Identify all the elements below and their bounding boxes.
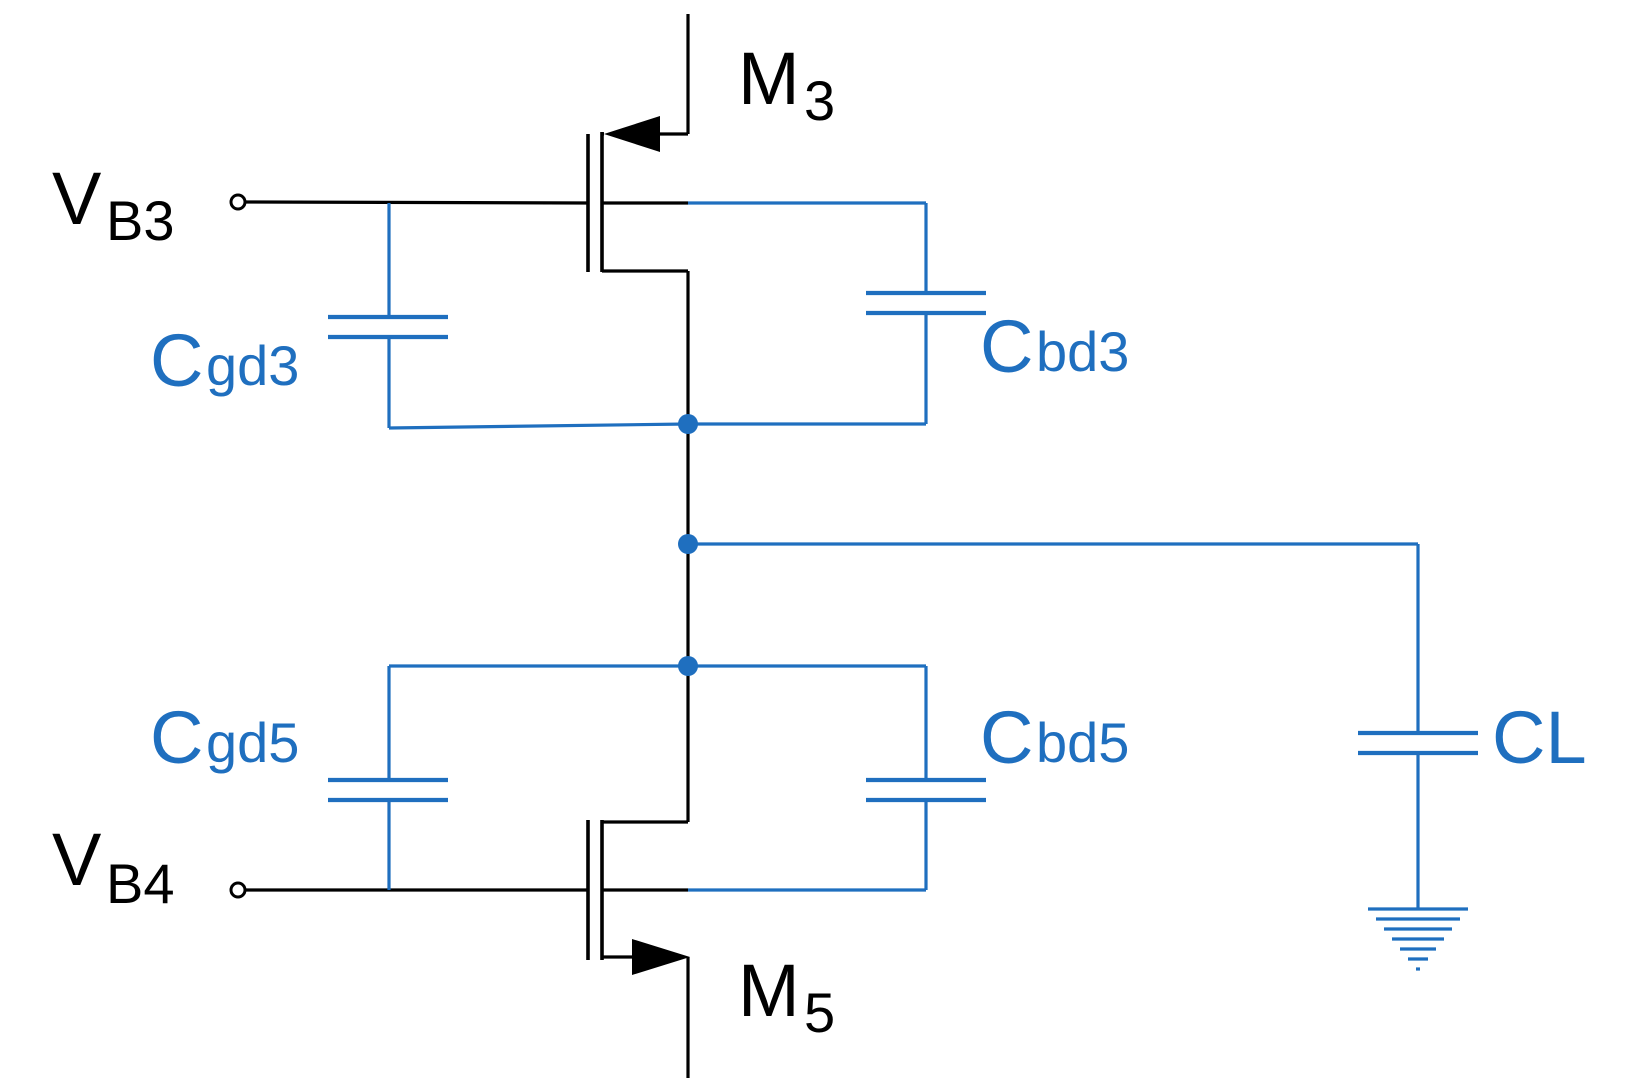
vb3-gate-wire <box>244 200 589 205</box>
junction-dot-middle <box>678 534 698 554</box>
m3-label-main: M <box>738 37 800 120</box>
ground-icon <box>1368 907 1468 971</box>
capacitor-cgd5 <box>328 666 448 890</box>
cbd5-label-main: C <box>980 696 1033 779</box>
cgd3-label-sub: gd3 <box>206 334 299 397</box>
vb3-label-main: V <box>52 157 102 240</box>
vb3-label-sub: B3 <box>106 189 175 252</box>
cgd3-label-main: C <box>150 319 203 402</box>
vb4-terminal <box>229 881 588 899</box>
capacitor-cbd5 <box>688 666 986 892</box>
vb4-label-sub: B4 <box>106 852 175 915</box>
m5-label-main: M <box>738 949 800 1032</box>
vb3-terminal-icon <box>229 193 247 211</box>
junction-dot-top <box>678 414 698 434</box>
capacitor-cl <box>688 542 1478 908</box>
cgd5-label-sub: gd5 <box>206 711 299 774</box>
cl-label: CL <box>1492 696 1587 779</box>
cbd3-label-sub: bd3 <box>1036 320 1129 383</box>
m3-arrow-icon <box>604 116 660 152</box>
capacitor-cbd3 <box>688 201 986 426</box>
cbd5-label-sub: bd5 <box>1036 711 1129 774</box>
m3-label-sub: 3 <box>804 69 835 132</box>
cgd5-label-main: C <box>150 696 203 779</box>
cbd3-label-main: C <box>980 305 1033 388</box>
capacitor-cgd3 <box>328 203 689 430</box>
vb4-terminal-icon <box>229 881 247 899</box>
transistor-m3 <box>586 14 690 424</box>
transistor-m5 <box>586 672 690 1078</box>
vb4-label-main: V <box>52 818 102 901</box>
vb3-terminal <box>229 193 589 211</box>
junction-dot-bottom <box>678 656 698 676</box>
m5-label-sub: 5 <box>804 981 835 1044</box>
cgd3-node-wire <box>388 422 689 430</box>
m5-arrow-icon <box>632 939 690 975</box>
